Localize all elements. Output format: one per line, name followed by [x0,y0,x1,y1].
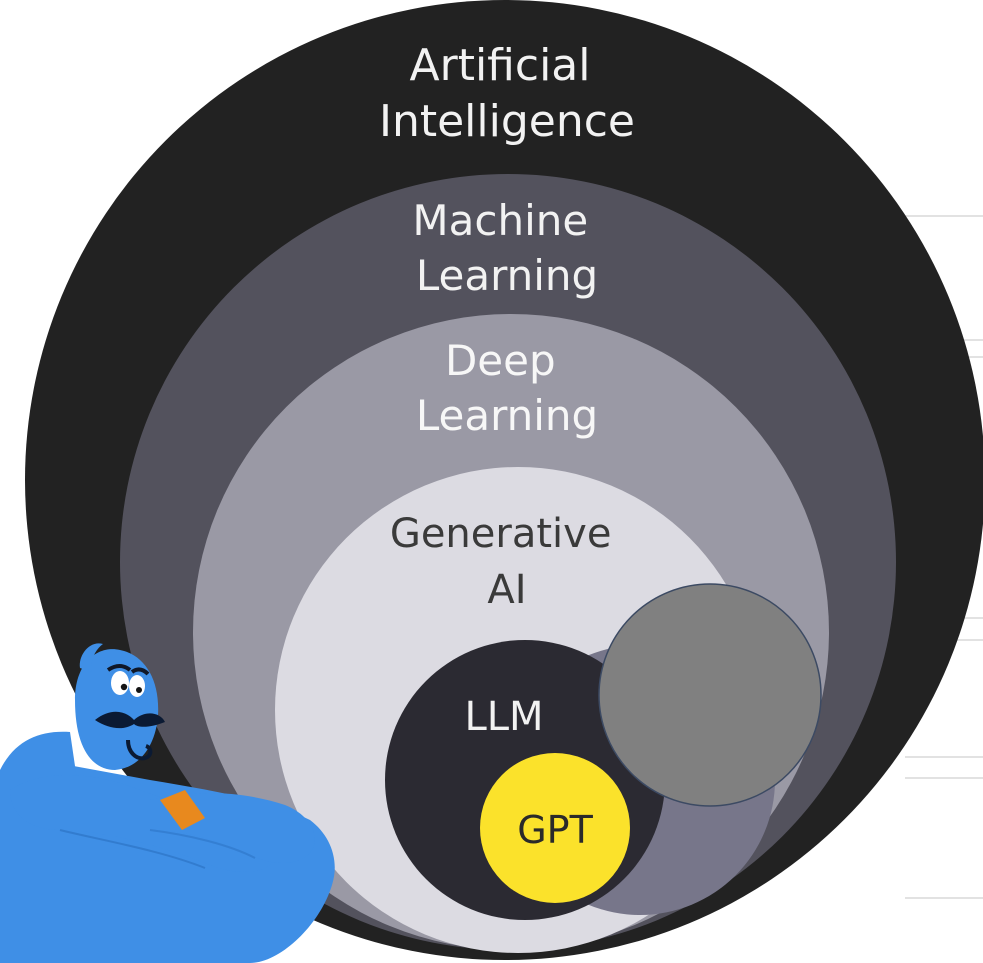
genai-label-line-2: AI [487,567,526,613]
dl-label-line-2: Learning [416,391,598,440]
llm-label-line-1: LLM [464,694,543,740]
genai-label-line-1: Generative [390,511,612,557]
ai-label-line-1: Artificial [410,40,591,91]
ai-label-line-2: Intelligence [379,96,635,147]
deep-learning-label: Deep Learning [416,336,598,440]
genie-character-icon [0,643,335,963]
ai-label: Artificial Intelligence [379,40,635,147]
generative-ai-label: Generative AI [390,511,624,613]
placeholder-circle [598,583,822,807]
ml-label-line-2: Learning [416,251,598,300]
ml-label-line-1: Machine [412,196,588,245]
dl-label-line-1: Deep [445,336,556,385]
llm-label: LLM [464,694,543,740]
machine-learning-label: Machine Learning [412,196,601,300]
gpt-label: GPT [517,808,593,852]
gpt-label-line-1: GPT [517,808,593,852]
gpt-circle [480,753,630,903]
